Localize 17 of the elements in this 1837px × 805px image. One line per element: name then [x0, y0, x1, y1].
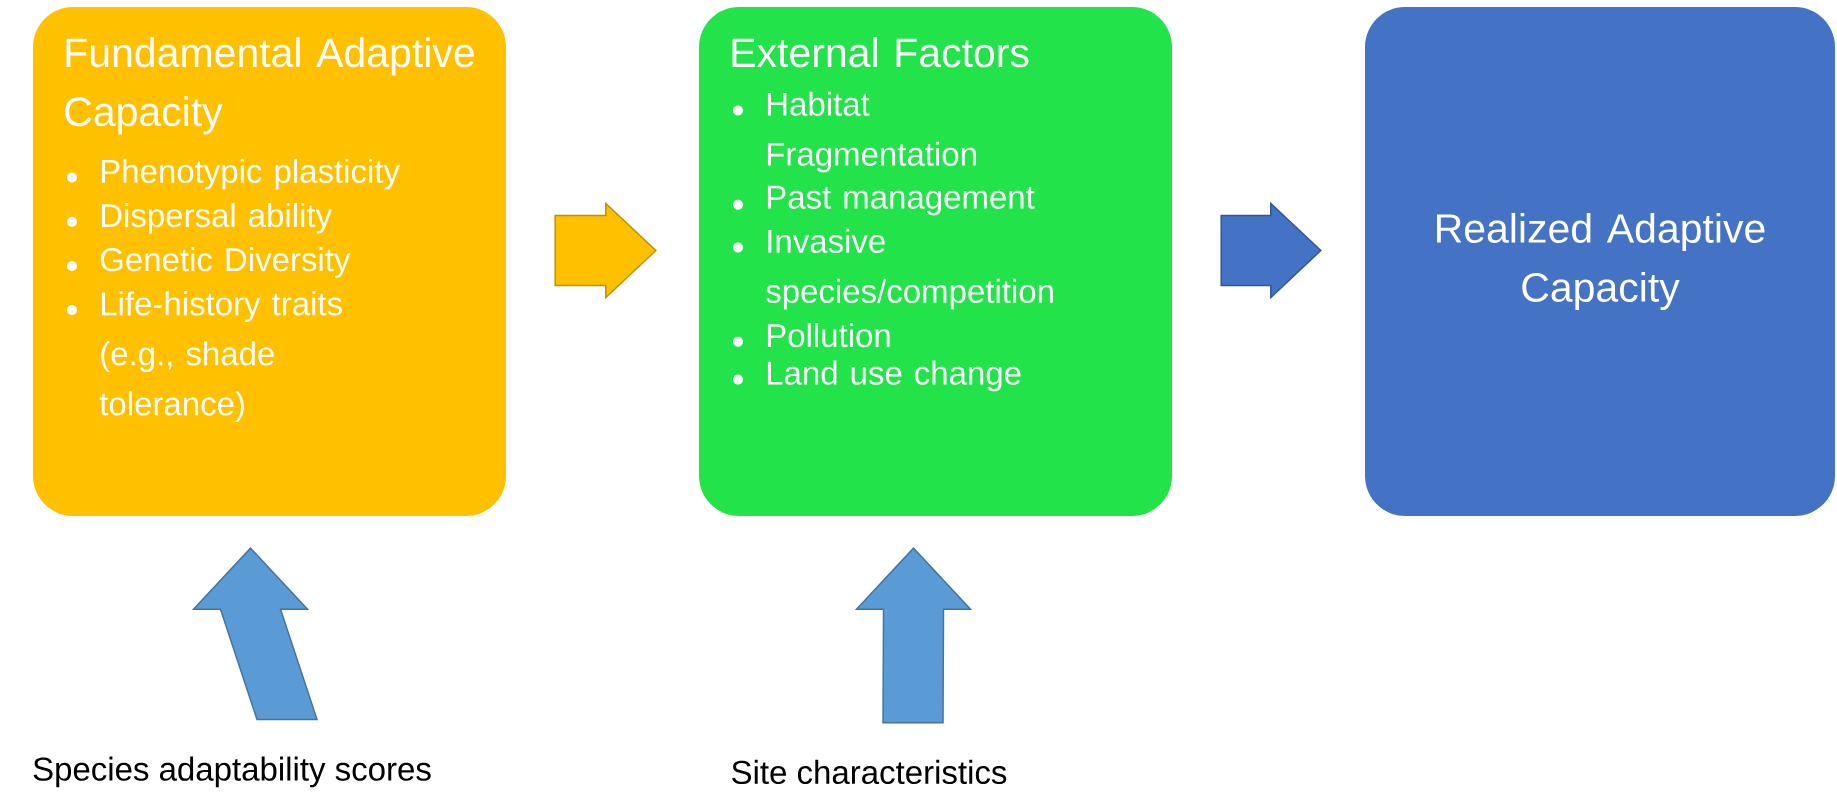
caption-text: Site characteristics [732, 759, 1007, 785]
bullet-item: Past management [767, 185, 1035, 216]
block-arrow [854, 547, 973, 724]
rounded-box: Realized Adaptive Capacity [1365, 7, 1835, 516]
bullet-item: Genetic Diversity [100, 247, 351, 278]
bullet-item: Life-history traits (e.g., shade tolerance) [99, 291, 342, 422]
bullet-item: Pollution [767, 322, 890, 348]
caption-text: Species adaptability scores [33, 756, 431, 788]
bullet-item: Invasive species/competition [766, 228, 1053, 310]
bullet-item: Land use change [767, 360, 1021, 392]
box-heading: External Factors [732, 37, 1029, 68]
block-arrow [1220, 201, 1322, 300]
box-heading: Fundamental Adaptive Capacity [65, 37, 474, 135]
bullet-item: Phenotypic plasticity [101, 158, 400, 190]
block-arrow [554, 201, 657, 300]
bullet-item: Habitat Fragmentation [767, 91, 976, 173]
bullet-item: Dispersal ability [101, 202, 332, 234]
